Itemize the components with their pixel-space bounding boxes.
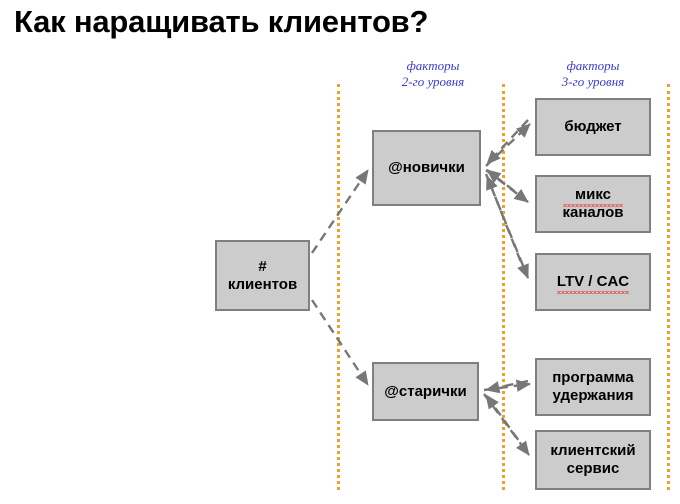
edge-newbies-to-budget — [485, 123, 531, 167]
node-retention-program-line1: программа — [552, 369, 634, 387]
node-newbies[interactable]: @новички — [372, 130, 481, 206]
edge-mix-to-newbies — [486, 169, 527, 201]
node-clients-line1: # — [258, 257, 267, 275]
edge-ltvcac-to-newbies — [485, 175, 528, 276]
column-header-level-2: факторы 2-го уровня — [373, 58, 493, 91]
column-header-level-3: факторы 3-го уровня — [533, 58, 653, 91]
edge-clients-to-newbies — [311, 169, 369, 254]
column-header-level-2-line2: 2-го уровня — [401, 74, 465, 90]
node-clients[interactable]: # клиентов — [215, 240, 310, 311]
edge-clients-to-oldies — [310, 299, 370, 386]
column-header-level-3-line1: факторы — [566, 58, 620, 73]
node-ltv-cac-line1: LTV / CAC — [556, 273, 630, 294]
divider-line-2 — [502, 84, 505, 490]
edge-budget-to-newbies — [486, 119, 529, 165]
edge-service-to-oldies — [485, 394, 528, 453]
node-clients-line2: клиентов — [227, 275, 298, 293]
node-customer-service-line2: сервис — [566, 460, 620, 477]
node-oldies[interactable]: @старички — [372, 362, 479, 421]
edge-retention-to-oldies — [485, 379, 529, 394]
column-header-level-3-line2: 3-го уровня — [561, 74, 625, 90]
node-customer-service[interactable]: клиентский сервис — [535, 430, 651, 490]
node-customer-service-line1: клиентский — [550, 442, 636, 460]
node-budget[interactable]: бюджет — [535, 98, 651, 156]
divider-line-1 — [337, 84, 340, 490]
node-budget-line1: бюджет — [564, 118, 622, 136]
divider-line-3 — [667, 84, 670, 490]
node-mix[interactable]: микс каналов — [535, 175, 651, 233]
node-retention-program[interactable]: программа удержания — [535, 358, 651, 416]
node-ltv-cac[interactable]: LTV / CAC — [535, 253, 651, 311]
node-newbies-label: @новички — [388, 159, 465, 177]
node-mix-line1: микс — [562, 186, 624, 207]
node-oldies-label: @старички — [384, 382, 467, 400]
page-title: Как наращивать клиентов? — [14, 4, 429, 39]
column-header-level-2-line1: факторы — [406, 58, 460, 73]
node-retention-program-line2: удержания — [552, 387, 634, 404]
node-mix-line2: каналов — [562, 204, 624, 221]
